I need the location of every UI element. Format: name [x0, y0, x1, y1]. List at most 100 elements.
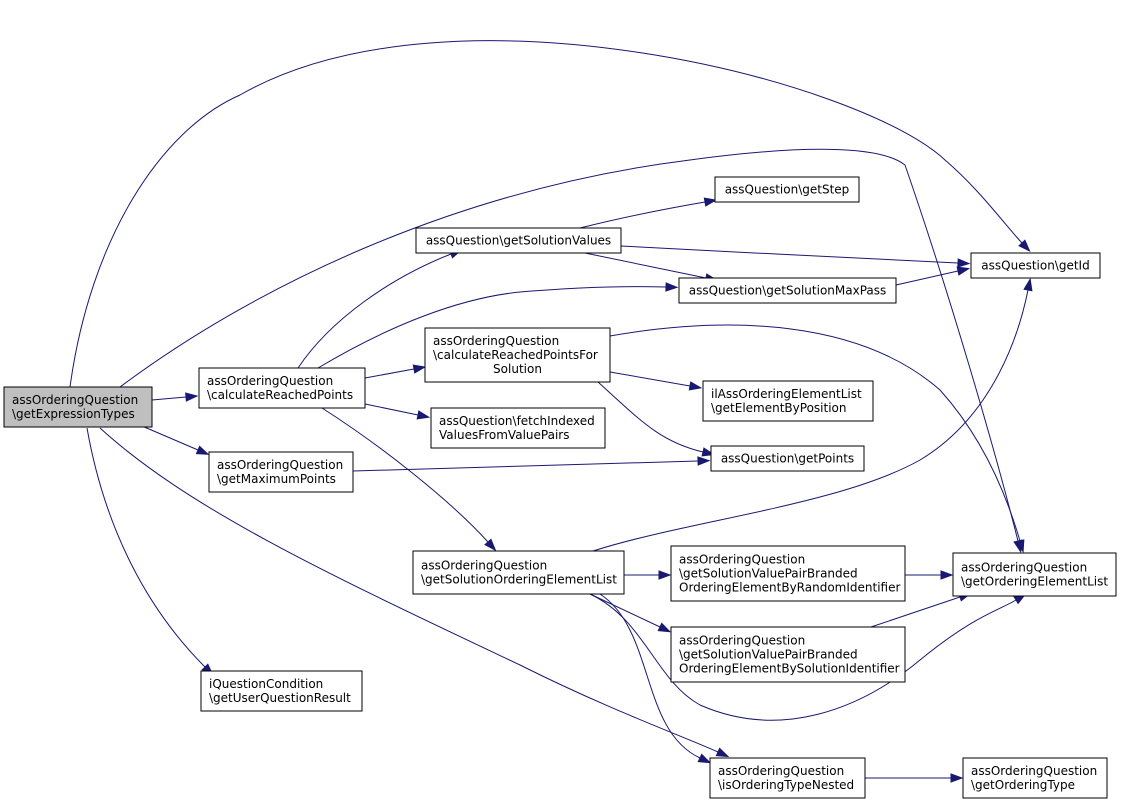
node-box: [952, 552, 1117, 597]
edge-line: [141, 425, 199, 451]
arrowhead-icon: [658, 570, 672, 580]
arrowhead-icon: [416, 410, 431, 420]
node-isOrderingTypeNested[interactable]: assOrderingQuestion\isOrderingTypeNested: [709, 757, 866, 799]
edge-calcReached-to-getSolutionOrderingElementList: [321, 407, 497, 552]
node-box: [670, 545, 906, 602]
node-getSolutionMaxPass[interactable]: assQuestion\getSolutionMaxPass: [678, 277, 897, 304]
node-label: \getSolutionValuePairBranded: [679, 567, 858, 581]
node-box: [702, 380, 874, 422]
node-label: assOrderingQuestion: [679, 553, 805, 567]
node-label: \getElementByPosition: [711, 401, 847, 415]
node-box: [412, 550, 625, 595]
edge-getSolutionValues-to-getId: [620, 245, 971, 268]
node-getUserResult[interactable]: iQuestionCondition\getUserQuestionResult: [200, 670, 363, 712]
node-label: assOrderingQuestion: [217, 458, 343, 472]
node-label: \getSolutionOrderingElementList: [421, 573, 617, 587]
node-calcReached[interactable]: assOrderingQuestion\calculateReachedPoin…: [198, 367, 366, 409]
node-label: assOrderingQuestion: [207, 374, 333, 388]
edge-line: [86, 427, 206, 668]
node-getOrderingElementList[interactable]: assOrderingQuestion\getOrderingElementLi…: [952, 552, 1117, 597]
node-getSolutionOrderingElementList[interactable]: assOrderingQuestion\getSolutionOrderingE…: [412, 550, 625, 595]
node-bySolutionId[interactable]: assOrderingQuestion\getSolutionValuePair…: [670, 626, 906, 683]
edge-isOrderingTypeNested-to-getOrderingType: [865, 773, 964, 783]
node-label: ValuesFromValuePairs: [439, 428, 569, 442]
node-getElementByPosition[interactable]: ilAssOrderingElementList\getElementByPos…: [702, 380, 874, 422]
node-label: \isOrderingTypeNested: [718, 778, 854, 792]
node-root[interactable]: assOrderingQuestion\getExpressionTypes: [3, 386, 153, 428]
edge-line: [69, 40, 1023, 388]
node-box: [3, 386, 153, 428]
node-label: assOrderingQuestion: [961, 561, 1087, 575]
edge-calcReachedForSolution-to-getPoints: [597, 381, 716, 457]
edge-calcReached-to-fetchIndexed: [364, 403, 431, 420]
arrowhead-icon: [697, 456, 711, 466]
edge-line: [317, 286, 667, 369]
node-label: assQuestion\getSolutionValues: [426, 234, 611, 248]
node-label: \getExpressionTypes: [12, 407, 135, 421]
node-label: \calculateReachedPointsFor: [433, 348, 598, 362]
edge-root-to-calcReached: [151, 392, 199, 402]
node-label: \getSolutionValuePairBranded: [679, 648, 858, 662]
arrowhead-icon: [195, 445, 210, 455]
node-box: [198, 367, 366, 409]
edge-getSolutionOrderingElementList-to-getId: [592, 277, 1033, 552]
edge-getSolutionMaxPass-to-getId: [895, 266, 971, 286]
edge-root-to-getId: [69, 40, 1031, 388]
arrowhead-icon: [412, 364, 427, 374]
arrowhead-icon: [715, 747, 730, 758]
node-box: [415, 227, 622, 254]
node-getMaxPoints[interactable]: assOrderingQuestion\getMaximumPoints: [208, 451, 354, 493]
node-box: [709, 757, 866, 799]
node-fetchIndexed[interactable]: assQuestion\fetchIndexedValuesFromValueP…: [430, 407, 606, 449]
node-box: [714, 176, 860, 203]
edge-calcReached-to-calcReachedForSolution: [364, 364, 427, 379]
edge-getSolutionOrderingElementList-to-isOrderingTypeNested: [599, 593, 712, 764]
node-label: assOrderingQuestion: [718, 764, 844, 778]
edge-getSolutionOrderingElementList-to-bySolutionId: [589, 593, 672, 633]
node-label: iQuestionCondition: [209, 677, 323, 691]
call-nodes: assOrderingQuestion\getExpressionTypesas…: [3, 176, 1117, 799]
node-label: \getOrderingElementList: [961, 575, 1108, 589]
node-box: [208, 451, 354, 493]
arrowhead-icon: [688, 381, 703, 391]
node-box: [424, 327, 611, 383]
node-label: assOrderingQuestion: [421, 559, 547, 573]
arrowhead-icon: [940, 570, 954, 580]
arrowhead-icon: [697, 753, 712, 764]
node-getId[interactable]: assQuestion\getId: [970, 252, 1101, 279]
node-label: assOrderingQuestion: [679, 634, 805, 648]
edge-line: [589, 593, 661, 628]
edge-line: [609, 324, 1021, 542]
node-label: Solution: [493, 362, 542, 376]
node-label: assQuestion\getStep: [725, 183, 850, 197]
node-getOrderingType[interactable]: assOrderingQuestion\getOrderingType: [962, 757, 1108, 799]
edge-line: [364, 403, 419, 416]
edge-getMaxPoints-to-getPoints: [352, 456, 711, 472]
arrowhead-icon: [484, 538, 497, 552]
node-label: assOrderingQuestion: [971, 764, 1097, 778]
node-label: assQuestion\getId: [981, 259, 1089, 273]
node-byRandomId[interactable]: assOrderingQuestion\getSolutionValuePair…: [670, 545, 906, 602]
node-label: assOrderingQuestion: [12, 393, 138, 407]
node-getPoints[interactable]: assQuestion\getPoints: [710, 445, 865, 472]
node-label: assQuestion\fetchIndexed: [439, 414, 595, 428]
node-calcReachedForSolution[interactable]: assOrderingQuestion\calculateReachedPoin…: [424, 327, 611, 383]
edge-line: [597, 381, 704, 453]
arrowhead-icon: [956, 266, 971, 276]
arrowhead-icon: [665, 282, 679, 292]
edge-root-to-isOrderingTypeNested: [99, 427, 730, 758]
edge-line: [579, 201, 706, 229]
edge-getSolutionOrderingElementList-to-byRandomId: [624, 570, 672, 580]
node-label: assOrderingQuestion: [433, 334, 559, 348]
arrowhead-icon: [657, 622, 672, 633]
edge-calcReached-to-getSolutionMaxPass: [317, 282, 679, 369]
edge-line: [364, 368, 415, 379]
edge-line: [352, 460, 699, 472]
edge-line: [99, 427, 719, 753]
call-edges: [69, 40, 1033, 783]
edge-line: [609, 371, 691, 387]
node-box: [970, 252, 1101, 279]
node-getSolutionValues[interactable]: assQuestion\getSolutionValues: [415, 227, 622, 254]
node-getStep[interactable]: assQuestion\getStep: [714, 176, 860, 203]
